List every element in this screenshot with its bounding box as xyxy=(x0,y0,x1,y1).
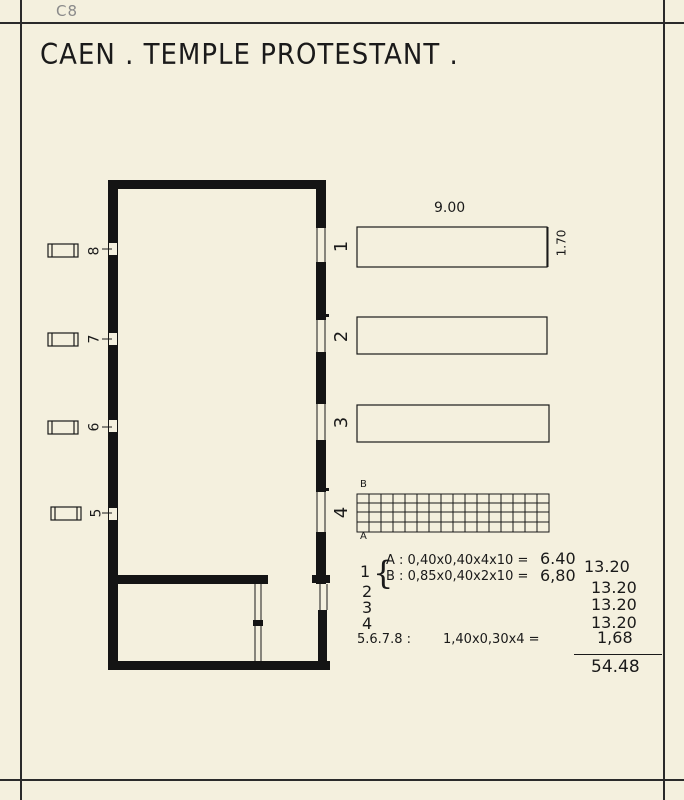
calc-row5678-formula: 1,40x0,30x4 = xyxy=(443,632,540,647)
left-number-ticks xyxy=(102,248,112,514)
calc-row1-a-value: 6.40 xyxy=(540,549,576,568)
height-dimension-label: 1.70 xyxy=(554,229,569,257)
right-wall-windows xyxy=(316,228,328,610)
frame-top-line xyxy=(0,22,684,24)
calc-row2-value: 13.20 xyxy=(591,578,637,597)
calc-row5678-value: 1,68 xyxy=(597,628,633,647)
calc-row1-sum: 13.20 xyxy=(584,557,630,576)
window-number-5: 5 xyxy=(88,508,105,518)
window-elevations xyxy=(356,226,550,443)
right-wall-ticks xyxy=(326,314,329,491)
calc-row1-b: B : 0,85x0,40x2x10 = xyxy=(386,569,529,584)
row4-label-b: B xyxy=(360,479,367,490)
calc-total: 54.48 xyxy=(591,657,640,677)
calc-row3-label: 3 xyxy=(362,598,373,617)
calc-row4-value: 13.20 xyxy=(591,613,637,632)
elevation-label-4: 4 xyxy=(331,506,353,519)
window-4-grid-mullions xyxy=(368,494,538,532)
window-number-8: 8 xyxy=(86,246,103,256)
page-title: CAEN . TEMPLE PROTESTANT . xyxy=(40,38,459,72)
sheet-code: C8 xyxy=(56,2,79,20)
calc-row1-b-value: 6,80 xyxy=(540,566,576,585)
window-number-7: 7 xyxy=(86,334,103,344)
left-wall-openings xyxy=(109,243,117,520)
calc-row1-a: A : 0,40x0,40x4x10 = xyxy=(386,553,529,568)
calc-row5678-label: 5.6.7.8 : xyxy=(357,632,411,647)
elevation-label-2: 2 xyxy=(331,330,353,343)
elevation-label-1: 1 xyxy=(331,240,353,253)
width-dimension-label: 9.00 xyxy=(434,200,466,216)
frame-bottom-line xyxy=(0,779,684,781)
calc-row4-label: 4 xyxy=(362,614,373,633)
frame-left-line xyxy=(20,0,22,800)
calc-row2-label: 2 xyxy=(362,582,373,601)
frame-right-line xyxy=(663,0,665,800)
row4-label-a: A xyxy=(360,531,367,542)
plan-walls xyxy=(108,180,330,670)
calc-row3-value: 13.20 xyxy=(591,595,637,614)
calc-brace: { xyxy=(373,554,394,592)
calc-row1-label: 1 xyxy=(360,562,371,581)
total-rule xyxy=(574,654,662,655)
window-number-6: 6 xyxy=(86,422,103,432)
left-window-symbols xyxy=(47,243,82,521)
elevation-label-3: 3 xyxy=(331,416,353,429)
